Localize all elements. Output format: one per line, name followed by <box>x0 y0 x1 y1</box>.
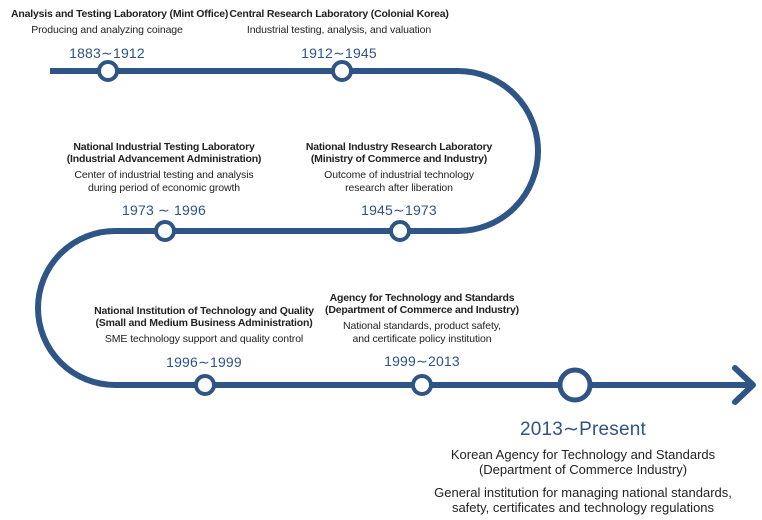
milestone-title: Agency for Technology and Standards <box>329 292 515 304</box>
milestone-subtitle: (Industrial Advancement Administration) <box>66 153 262 165</box>
milestone-subtitle: (Small and Medium Business Administratio… <box>95 317 313 329</box>
milestone-period: 1973 ∼ 1996 <box>122 202 206 218</box>
milestone-7: 2013∼Present Korean Agency for Technolog… <box>415 418 751 515</box>
milestone-subtitle: (Department of Commerce and Industry) <box>325 304 519 316</box>
milestone-period: 2013∼Present <box>519 419 647 440</box>
milestone-period: 1883∼1912 <box>69 44 145 61</box>
milestone-description: Industrial testing, analysis, and valuat… <box>246 24 432 36</box>
milestone-node-7 <box>557 367 593 403</box>
milestone-subtitle: (Department of Commerce Industry) <box>478 462 688 477</box>
milestone-description: Producing and analyzing coinage <box>31 24 183 36</box>
milestone-3: National Industry Research Laboratory (M… <box>304 141 494 219</box>
milestone-title: Central Research Laboratory (Colonial Ko… <box>229 8 449 20</box>
milestone-node-2 <box>331 60 353 82</box>
milestone-period: 1996∼1999 <box>166 353 242 370</box>
milestone-node-4 <box>154 220 176 242</box>
milestone-description: SME technology support and quality contr… <box>104 333 304 345</box>
arrow-right-icon <box>732 365 756 405</box>
milestone-title: National Institution of Technology and Q… <box>94 305 314 317</box>
milestone-6: Agency for Technology and Standards (Dep… <box>321 292 523 370</box>
milestone-title: Korean Agency for Technology and Standar… <box>450 447 716 462</box>
milestone-description: Outcome of industrial technology researc… <box>324 169 474 194</box>
milestone-subtitle: (Ministry of Commerce and Industry) <box>310 153 488 165</box>
milestone-1: Analysis and Testing Laboratory (Mint Of… <box>11 8 229 62</box>
milestone-2: Central Research Laboratory (Colonial Ko… <box>226 8 452 62</box>
milestone-period: 1912∼1945 <box>301 44 377 61</box>
milestone-node-3 <box>389 220 411 242</box>
milestone-node-1 <box>97 60 119 82</box>
timeline-path <box>35 68 752 388</box>
milestone-title: National Industrial Testing Laboratory <box>73 141 255 153</box>
milestone-description: National standards, product safety, and … <box>343 320 501 345</box>
milestone-5: National Institution of Technology and Q… <box>90 305 318 371</box>
milestone-node-5 <box>194 374 216 396</box>
milestone-title: Analysis and Testing Laboratory (Mint Of… <box>11 8 229 20</box>
milestone-node-6 <box>411 374 433 396</box>
milestone-period: 1945∼1973 <box>361 202 437 218</box>
milestone-title: National Industry Research Laboratory <box>305 141 493 153</box>
milestone-4: National Industrial Testing Laboratory (… <box>62 141 266 219</box>
milestone-description: General institution for managing nationa… <box>434 485 732 515</box>
milestone-description: Center of industrial testing and analysi… <box>74 169 254 194</box>
milestone-period: 1999∼2013 <box>384 353 460 369</box>
